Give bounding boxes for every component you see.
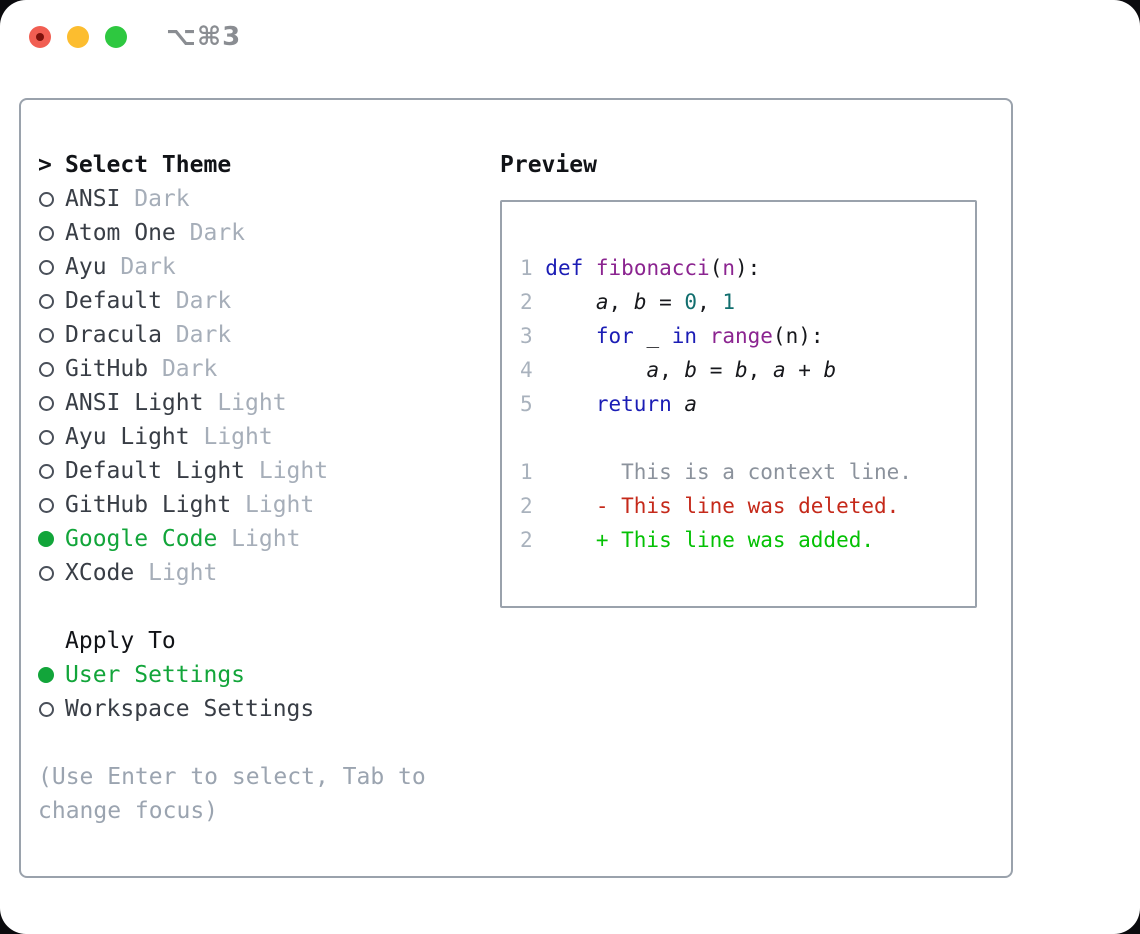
theme-name: Dracula	[65, 322, 162, 348]
diff-line: 2 + This line was added.	[520, 523, 975, 557]
theme-name: Google Code	[65, 526, 218, 552]
spacer	[38, 590, 483, 624]
theme-variant: Dark	[175, 220, 246, 246]
theme-variant: Dark	[120, 186, 190, 212]
close-dot-icon	[36, 33, 44, 41]
code-line: 1 def fibonacci(n):	[520, 256, 761, 280]
code-line: 2 a, b = 0, 1	[520, 290, 736, 314]
theme-name: Default Light	[65, 458, 246, 484]
diff-deleted-text: - This line was deleted.	[595, 494, 900, 518]
theme-variant: Dark	[161, 288, 232, 314]
radio-unselected-icon	[39, 191, 54, 207]
minimize-button[interactable]	[67, 26, 89, 48]
radio-unselected-icon	[39, 565, 54, 581]
line-number: 2	[520, 290, 546, 314]
theme-variant: Light	[134, 560, 218, 586]
preview-code-box: 1 def fibonacci(n): 2 a, b = 0, 1 3 for _ …	[500, 200, 977, 608]
apply-to-option[interactable]: Workspace Settings	[38, 692, 483, 726]
code-line: 4 a, b = b, a + b	[520, 358, 837, 382]
theme-variant: Light	[245, 458, 329, 484]
theme-variant: Dark	[161, 322, 232, 348]
theme-option[interactable]: Default Light Light	[38, 454, 483, 488]
radio-unselected-icon	[39, 463, 54, 479]
code-line: 3 for _ in range(n):	[520, 324, 824, 348]
theme-option[interactable]: Ayu Light Light	[38, 420, 483, 454]
radio-unselected-icon	[39, 361, 54, 377]
apply-to-option[interactable]: User Settings	[38, 658, 483, 692]
preview-column: Preview 1 def fibonacci(n): 2 a, b = 0, 1…	[500, 148, 977, 608]
theme-name: ANSI	[65, 186, 121, 212]
diff-added-text: + This line was added.	[595, 528, 875, 552]
theme-name: ANSI Light	[65, 390, 204, 416]
radio-unselected-icon	[39, 395, 54, 411]
theme-option[interactable]: Dracula Dark	[38, 318, 483, 352]
line-number: 1	[520, 460, 596, 484]
blank-line	[520, 421, 975, 455]
diff-preview: 1 This is a context line.2 - This line w…	[520, 455, 975, 557]
theme-option[interactable]: Default Dark	[38, 284, 483, 318]
theme-variant: Light	[217, 526, 301, 552]
theme-name: Ayu	[65, 254, 107, 280]
select-theme-title: Select Theme	[65, 152, 232, 178]
theme-option[interactable]: ANSI Light Light	[38, 386, 483, 420]
close-button[interactable]	[29, 26, 51, 48]
line-number: 4	[520, 358, 546, 382]
theme-option[interactable]: GitHub Dark	[38, 352, 483, 386]
apply-to-label: Workspace Settings	[65, 696, 315, 722]
selection-prompt-icon: >	[38, 152, 52, 178]
theme-option[interactable]: XCode Light	[38, 556, 483, 590]
theme-option[interactable]: Atom One Dark	[38, 216, 483, 250]
theme-name: Atom One	[65, 220, 176, 246]
radio-unselected-icon	[39, 429, 54, 445]
code-preview: 1 def fibonacci(n): 2 a, b = 0, 1 3 for _ …	[520, 251, 975, 421]
window-controls	[29, 26, 127, 48]
theme-option[interactable]: Ayu Dark	[38, 250, 483, 284]
theme-variant: Light	[231, 492, 315, 518]
code-line: 5 return a	[520, 392, 698, 416]
theme-variant: Dark	[148, 356, 218, 382]
line-number: 5	[520, 392, 546, 416]
radio-selected-icon	[38, 667, 54, 683]
zoom-button[interactable]	[105, 26, 127, 48]
radio-unselected-icon	[39, 259, 54, 275]
radio-unselected-icon	[39, 327, 54, 343]
theme-variant: Dark	[106, 254, 176, 280]
line-number: 1	[520, 256, 546, 280]
apply-to-title: Apply To	[65, 628, 176, 654]
radio-selected-icon	[38, 531, 54, 547]
radio-unselected-icon	[39, 701, 54, 717]
preview-title: Preview	[500, 152, 597, 178]
theme-variant: Light	[203, 390, 287, 416]
theme-option[interactable]: Google Code Light	[38, 522, 483, 556]
diff-line: 1 This is a context line.	[520, 455, 975, 489]
radio-unselected-icon	[39, 497, 54, 513]
line-number: 3	[520, 324, 546, 348]
theme-option[interactable]: GitHub Light Light	[38, 488, 483, 522]
theme-variant: Light	[189, 424, 273, 450]
line-number: 2	[520, 494, 596, 518]
radio-unselected-icon	[39, 225, 54, 241]
select-theme-header: > Select Theme	[38, 148, 483, 182]
apply-to-label: User Settings	[65, 662, 246, 688]
theme-name: XCode	[65, 560, 135, 586]
keyboard-shortcut-label: ⌥⌘3	[166, 22, 242, 52]
keyboard-hint-text: (Use Enter to select, Tab to change focu…	[38, 764, 426, 824]
theme-name: GitHub	[65, 356, 149, 382]
theme-option[interactable]: ANSI Dark	[38, 182, 483, 216]
theme-name: GitHub Light	[65, 492, 232, 518]
radio-unselected-icon	[39, 293, 54, 309]
diff-context-text: This is a context line.	[595, 460, 912, 484]
line-number: 2	[520, 528, 596, 552]
theme-name: Default	[65, 288, 162, 314]
spacer	[38, 726, 483, 760]
diff-line: 2 - This line was deleted.	[520, 489, 975, 523]
apply-to-header: Apply To	[38, 624, 483, 658]
theme-name: Ayu Light	[65, 424, 190, 450]
